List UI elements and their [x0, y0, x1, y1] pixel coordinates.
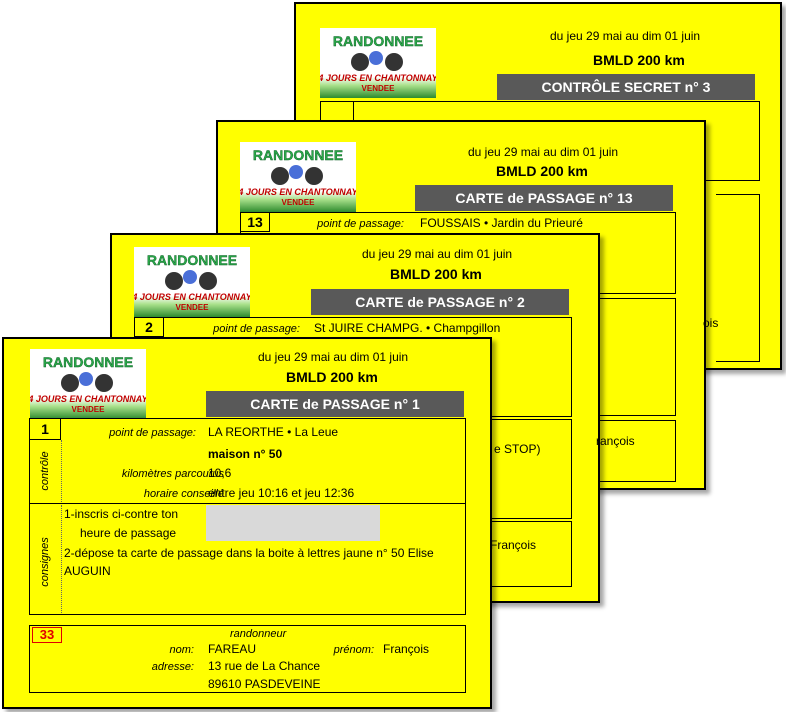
- card-number: 1: [29, 418, 61, 440]
- card2-partial-stop: e STOP): [494, 442, 541, 456]
- card-title: CARTE de PASSAGE n° 13: [415, 185, 673, 211]
- event-name: BMLD 200 km: [496, 163, 588, 179]
- dotted-divider: [61, 440, 62, 504]
- card-title: CARTE de PASSAGE n° 2: [311, 289, 569, 315]
- card-number: 13: [240, 212, 270, 232]
- hours-label: horaire conseillé: [143, 488, 224, 500]
- card2-partial-first-lower: François: [490, 538, 537, 552]
- randonnee-logo: [320, 28, 436, 98]
- point-value: LA REORTHE • La Leue: [208, 425, 339, 439]
- km-label: kilomètres parcourus: [121, 468, 224, 480]
- randonnee-logo: [134, 247, 250, 317]
- event-dates: du jeu 29 mai au dim 01 juin: [258, 350, 409, 364]
- consignes-section: [29, 503, 466, 615]
- event-dates: du jeu 29 mai au dim 01 juin: [550, 29, 701, 43]
- instruction-1b: heure de passage: [80, 526, 177, 540]
- event-dates: du jeu 29 mai au dim 01 juin: [468, 145, 619, 159]
- adresse-label: adresse:: [151, 661, 194, 673]
- event-name: BMLD 200 km: [390, 266, 482, 282]
- card3-partial-name: ois: [703, 316, 719, 330]
- address-line-1: 13 rue de La Chance: [208, 659, 321, 673]
- prenom-value: François: [383, 642, 430, 656]
- point-value: FOUSSAIS • Jardin du Prieuré: [420, 216, 583, 230]
- house-value: maison n° 50: [208, 447, 283, 461]
- consignes-label: consignes: [39, 537, 51, 587]
- controle-label: contrôle: [39, 451, 51, 491]
- address-line-2: 89610 PASDEVEINE: [208, 677, 321, 691]
- randonnee-logo: [240, 142, 356, 212]
- event-dates: du jeu 29 mai au dim 01 juin: [362, 247, 513, 261]
- event-name: BMLD 200 km: [286, 369, 378, 385]
- section-border-lower: [716, 194, 760, 362]
- point-label: point de passage:: [317, 218, 404, 230]
- nom-label: nom:: [169, 644, 194, 656]
- card-passage-1: du jeu 29 mai au dim 01 juin BMLD 200 km…: [2, 337, 492, 709]
- point-label: point de passage:: [213, 323, 300, 335]
- nom-value: FAREAU: [208, 642, 257, 656]
- rider-number: 33: [32, 627, 62, 643]
- point-value: St JUIRE CHAMPG. • Champgillon: [314, 321, 501, 335]
- instruction-2a: 2-dépose ta carte de passage dans la boi…: [64, 546, 434, 560]
- prenom-label: prénom:: [333, 644, 374, 656]
- point-label: point de passage:: [109, 427, 196, 439]
- instruction-2b: AUGUIN: [64, 564, 111, 578]
- event-name: BMLD 200 km: [593, 52, 685, 68]
- rider-label: randonneur: [230, 628, 287, 640]
- randonnee-logo: [30, 349, 146, 419]
- km-value: 10,6: [208, 466, 232, 480]
- card-number: 2: [134, 317, 164, 337]
- hours-value: entre jeu 10:16 et jeu 12:36: [208, 486, 355, 500]
- dotted-divider: [61, 505, 62, 613]
- card2-partial-first: rançois: [596, 434, 635, 448]
- card-title: CARTE de PASSAGE n° 1: [206, 391, 464, 417]
- time-entry-field[interactable]: [206, 505, 380, 541]
- instruction-1a: 1-inscris ci-contre ton: [64, 507, 179, 521]
- card-title: CONTRÔLE SECRET n° 3: [497, 74, 755, 100]
- rider-section: [29, 625, 466, 693]
